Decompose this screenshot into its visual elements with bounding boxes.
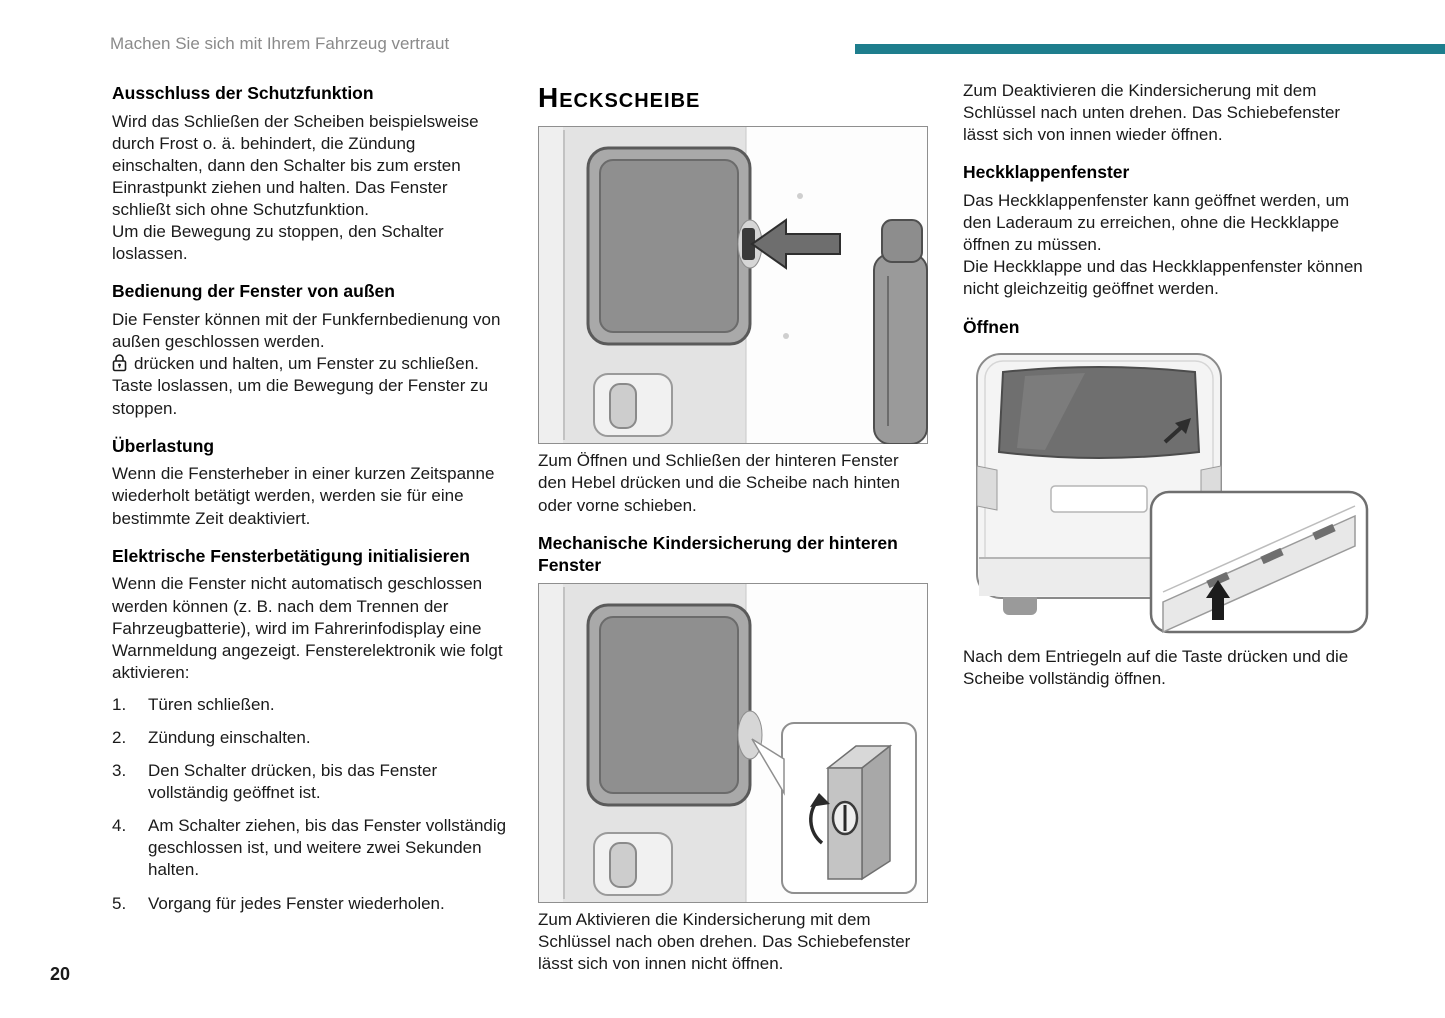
button-callout	[1149, 491, 1369, 634]
section-heading: Ausschluss der Schutzfunktion	[112, 83, 374, 103]
tailgate-window-illustration	[976, 353, 1369, 634]
child-lock-figure	[538, 583, 930, 904]
list-text: Vorgang für jedes Fenster wiederholen.	[148, 893, 445, 913]
body-paragraph: Wenn die Fenster nicht automatisch gesch…	[112, 574, 503, 682]
tailgate-window-figure	[963, 344, 1379, 640]
body-paragraph: drücken und halten, um Fenster zu schlie…	[112, 353, 510, 375]
section-heading: Elektrische Fensterbetätigung initialisi…	[112, 545, 470, 566]
list-number: 2.	[112, 727, 127, 747]
header-accent-bar	[855, 44, 1445, 54]
section-heading: Bedienung der Fenster von außen	[112, 281, 395, 302]
numbered-list-item: 2. Zündung einschalten.	[112, 727, 510, 749]
list-number: 4.	[112, 816, 127, 836]
door-handle-illustration	[593, 832, 673, 897]
numbered-list-item: 5. Vorgang für jedes Fenster wiederholen…	[112, 893, 510, 915]
body-paragraph: Die Fenster können mit der Funkfernbedie…	[112, 310, 501, 352]
list-number: 3.	[112, 761, 127, 781]
list-text: Türen schließen.	[148, 694, 275, 714]
list-text: Am Schalter ziehen, bis das Fenster voll…	[148, 816, 507, 880]
numbered-list-item: 4. Am Schalter ziehen, bis das Fenster v…	[112, 815, 510, 881]
section-heading: Mechanische Kindersicherung der hinteren…	[538, 532, 898, 576]
body-paragraph: Um die Bewegung zu stoppen, den Schalter…	[112, 222, 444, 264]
section-heading: Überlastung	[112, 435, 215, 456]
body-paragraph: Taste loslassen, um die Bewegung der Fen…	[112, 376, 489, 418]
lock-callout	[751, 722, 917, 895]
sliding-window-figure	[538, 126, 930, 446]
chapter-title: Machen Sie sich mit Ihrem Fahrzeug vertr…	[110, 34, 450, 53]
body-paragraph: Zum Deaktivieren die Kindersicherung mit…	[963, 81, 1341, 145]
page-number: 20	[50, 964, 71, 984]
body-paragraph: Wird das Schließen der Scheiben beispiel…	[112, 111, 479, 220]
numbered-list: 1. Türen schließen. 2. Zündung einschalt…	[112, 694, 510, 915]
slide-direction-arrow-icon	[750, 218, 841, 271]
numbered-list-item: 1. Türen schließen.	[112, 694, 510, 716]
column-middle: Heckscheibe	[538, 80, 930, 975]
child-lock-illustration	[538, 583, 928, 904]
numbered-list-item: 3. Den Schalter drücken, bis das Fenster…	[112, 760, 510, 804]
sliding-window-illustration	[538, 126, 928, 446]
list-text: Den Schalter drücken, bis das Fenster vo…	[148, 761, 438, 803]
page-title: Heckscheibe	[538, 82, 701, 113]
window-open-arrow-icon	[1163, 418, 1191, 444]
figure-caption: Zum Aktivieren die Kindersicherung mit d…	[538, 910, 911, 974]
door-handle-illustration	[593, 373, 673, 438]
column-right: Zum Deaktivieren die Kindersicherung mit…	[963, 80, 1379, 690]
section-heading: Öffnen	[963, 316, 1020, 337]
figure-caption: Nach dem Entriegeln auf die Taste drücke…	[963, 647, 1349, 689]
press-button-arrow-icon	[1206, 580, 1230, 621]
list-number: 5.	[112, 893, 127, 913]
body-paragraph: Die Heckklappe und das Heckklappenfenste…	[963, 257, 1363, 299]
figure-caption: Zum Öffnen und Schließen der hinteren Fe…	[538, 451, 900, 515]
body-paragraph: Das Heckklappenfenster kann geöffnet wer…	[963, 191, 1350, 255]
list-number: 1.	[112, 694, 127, 714]
column-left: Ausschluss der Schutzfunktion Wird das S…	[112, 80, 510, 926]
seat-illustration	[873, 219, 928, 446]
body-text: drücken und halten, um Fenster zu schlie…	[134, 354, 479, 374]
section-heading: Heckklappenfenster	[963, 162, 1130, 183]
body-paragraph: Wenn die Fensterheber in einer kurzen Ze…	[112, 464, 495, 528]
lock-icon	[112, 353, 127, 372]
list-text: Zündung einschalten.	[148, 727, 311, 747]
